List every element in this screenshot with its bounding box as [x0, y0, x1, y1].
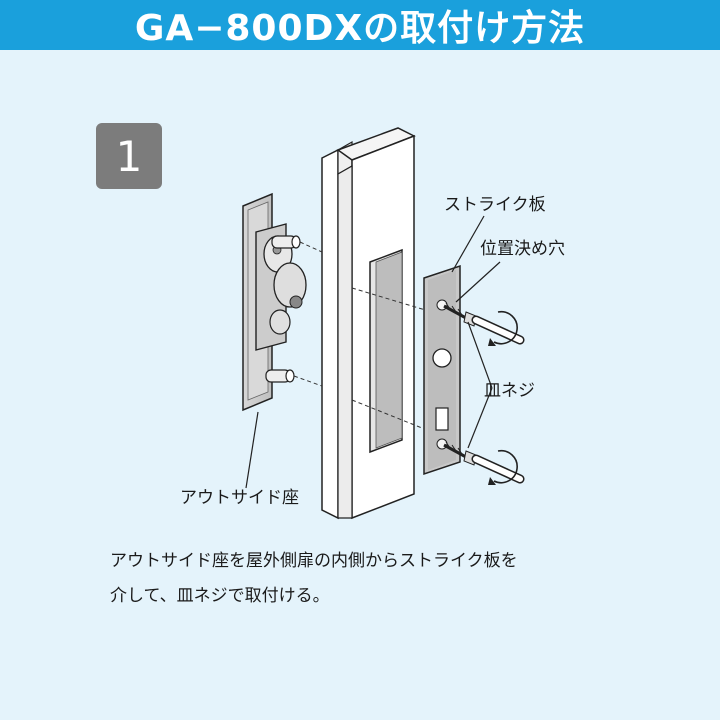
header-bar: GA−800DXの取付け方法	[0, 0, 720, 50]
instruction-caption: アウトサイド座を屋外側扉の内側からストライク板を 介して、皿ネジで取付ける。	[110, 544, 650, 614]
caption-line-1: アウトサイド座を屋外側扉の内側からストライク板を	[110, 551, 518, 571]
upper-screw	[443, 302, 525, 346]
page-title: GA−800DXの取付け方法	[134, 8, 586, 49]
caption-line-2: 介して、皿ネジで取付ける。	[110, 586, 330, 606]
strike-plate	[423, 264, 461, 476]
countersunk-screw-label: 皿ネジ	[484, 381, 535, 401]
positioning-hole-label: 位置決め穴	[480, 239, 565, 259]
leader-lines	[245, 215, 501, 489]
door-frame	[321, 127, 416, 520]
outside-seat-label: アウトサイド座	[180, 488, 299, 508]
lower-screw	[443, 441, 525, 485]
step-number-badge: 1	[96, 123, 162, 189]
outside-seat	[242, 192, 307, 412]
strike-plate-label: ストライク板	[444, 195, 546, 215]
